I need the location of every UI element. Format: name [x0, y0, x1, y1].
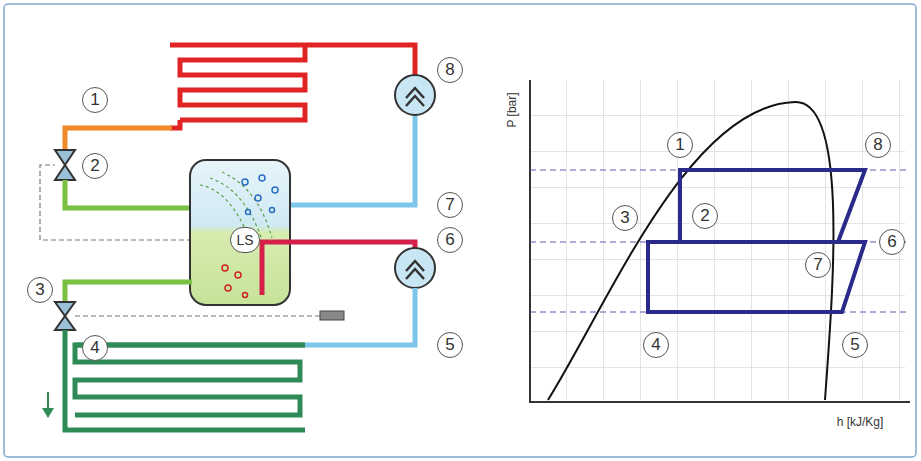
callout-number: 6: [879, 229, 905, 255]
axis-label: P [bar]: [505, 90, 519, 129]
callout-number: 7: [437, 192, 463, 218]
axis-label: h [kJ/Kg]: [835, 415, 886, 429]
callout-number: 1: [82, 87, 108, 113]
callout-number: 8: [865, 132, 891, 158]
callout-number: 3: [612, 205, 638, 231]
callout-number: 3: [27, 277, 53, 303]
callout-number: 5: [437, 332, 463, 358]
callout-number: 2: [82, 153, 108, 179]
callout-number: 8: [437, 57, 463, 83]
callout-number: 6: [437, 227, 463, 253]
callout-number: 7: [805, 252, 831, 278]
callout-number: 4: [643, 332, 669, 358]
callout-number: 5: [842, 332, 868, 358]
callout-number: LS: [230, 227, 259, 253]
callout-number: 4: [82, 335, 108, 361]
callout-number: 2: [692, 203, 718, 229]
callout-number: 1: [667, 132, 693, 158]
